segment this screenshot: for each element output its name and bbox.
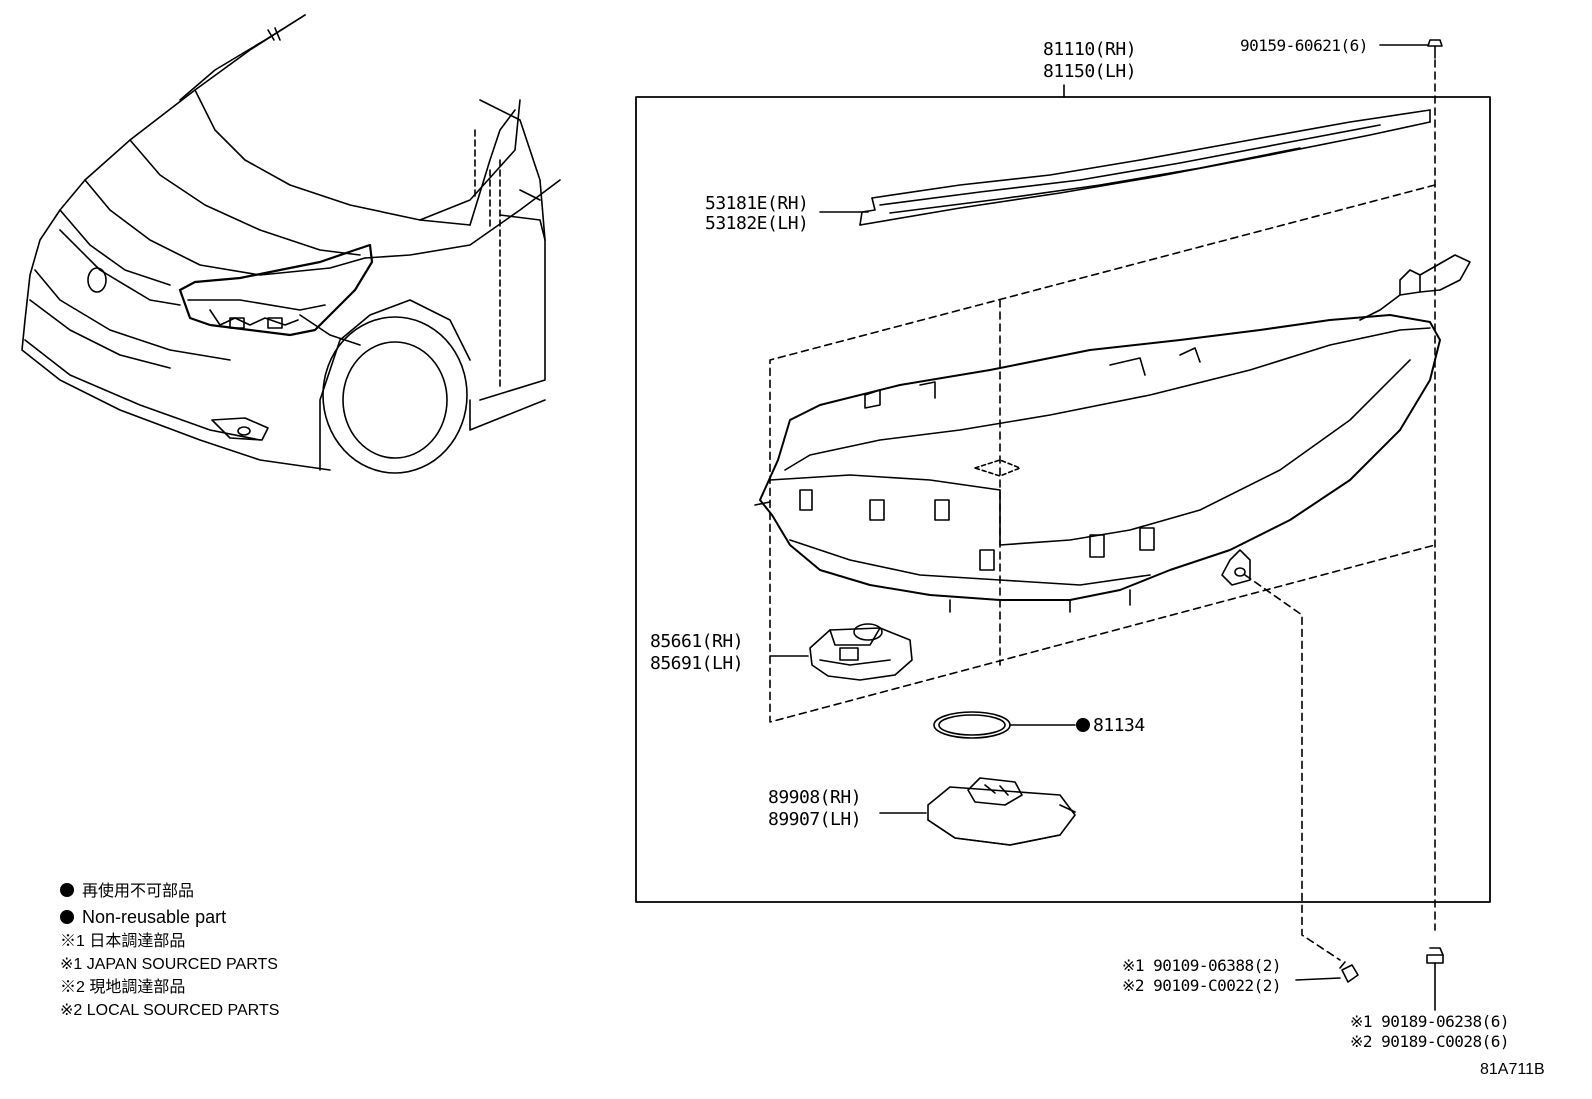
bracket-icon	[809, 623, 913, 681]
legend-jp-nonreusable: 再使用不可部品	[60, 880, 194, 903]
label-moulding-rh: 53181E(RH)	[705, 193, 809, 214]
legend-jp-japan: ※1 日本調達部品	[60, 933, 186, 950]
dashed-box	[769, 184, 1436, 723]
diagram-code: 81A711B	[1480, 1061, 1545, 1078]
label-bolt-b-1: ※1 90189-06238(6)	[1350, 1012, 1510, 1031]
label-bolt-b-2: ※2 90189-C0028(6)	[1350, 1032, 1510, 1051]
bolt-b-icon	[1426, 947, 1444, 1011]
label-gasket: 81134	[1093, 715, 1145, 736]
bullet-dot-icon	[60, 883, 74, 897]
bolt-a-icon	[1339, 961, 1359, 983]
label-housing-rh: 81110(RH)	[1043, 39, 1137, 60]
legend-en-local: ※2 LOCAL SOURCED PARTS	[60, 1002, 280, 1019]
label-computer-lh: 89907(LH)	[768, 809, 862, 830]
label-housing-lh: 81150(LH)	[1043, 61, 1137, 82]
legend-jp-local: ※2 現地調達部品	[60, 979, 186, 996]
non-reusable-dot-icon	[1076, 718, 1090, 732]
label-bolt-a-2: ※2 90109-C0022(2)	[1122, 976, 1282, 995]
label-bracket-rh: 85661(RH)	[650, 631, 744, 652]
legend-en-japan: ※1 JAPAN SOURCED PARTS	[60, 956, 278, 973]
bullet-dot-icon	[60, 910, 74, 924]
vehicle-front-illustration	[21, 14, 561, 474]
control-computer-icon	[927, 777, 1076, 846]
label-bracket-lh: 85691(LH)	[650, 653, 744, 674]
gasket-ring-icon	[933, 711, 1011, 739]
label-computer-rh: 89908(RH)	[768, 787, 862, 808]
screw-top-icon	[1379, 39, 1443, 59]
assembly-frame	[635, 96, 1491, 903]
moulding-strip-icon	[859, 109, 1431, 226]
label-top-screw: 90159-60621(6)	[1240, 36, 1368, 55]
label-bolt-a-1: ※1 90109-06388(2)	[1122, 956, 1282, 975]
label-moulding-lh: 53182E(LH)	[705, 213, 809, 234]
headlight-assembly-icon	[754, 254, 1471, 613]
legend-en-nonreusable: Non-reusable part	[60, 906, 226, 929]
